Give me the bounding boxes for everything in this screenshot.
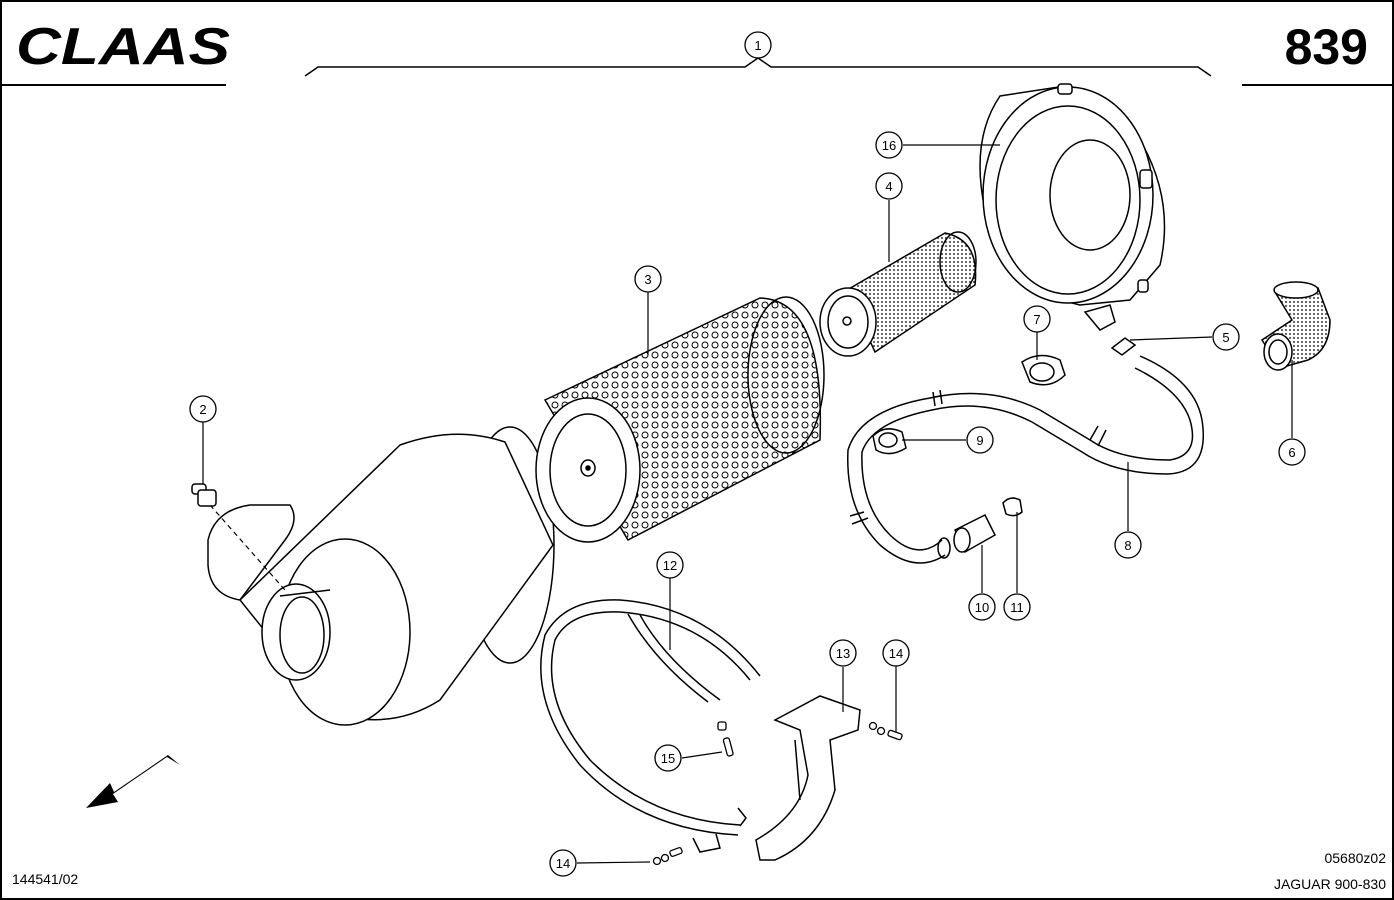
- svg-text:3: 3: [644, 272, 651, 287]
- svg-text:7: 7: [1033, 312, 1040, 327]
- small-clamps: [872, 337, 1137, 554]
- callout-14-upper: 14: [882, 639, 910, 667]
- callout-1: 1: [744, 31, 772, 59]
- callout-13: 13: [829, 639, 857, 667]
- callout-8: 8: [1114, 531, 1142, 559]
- footer-reference: 144541/02: [12, 871, 78, 887]
- callout-4: 4: [875, 172, 903, 200]
- svg-text:2: 2: [199, 402, 206, 417]
- svg-text:13: 13: [836, 646, 850, 661]
- svg-text:12: 12: [663, 558, 677, 573]
- assembly-bracket: [304, 57, 1212, 77]
- callout-3: 3: [634, 265, 662, 293]
- svg-text:15: 15: [661, 751, 675, 766]
- svg-text:14: 14: [556, 856, 570, 871]
- mounting-bracket: [755, 695, 861, 861]
- callout-14-lower: 14: [549, 849, 577, 877]
- callout-12: 12: [656, 551, 684, 579]
- air-filter-housing: [207, 426, 555, 726]
- extraction-hose: [847, 355, 1204, 564]
- callout-15: 15: [654, 744, 682, 772]
- callout-10: 10: [968, 593, 996, 621]
- sensor-fitting: [191, 483, 217, 507]
- drawing-code: 05680z02: [1324, 850, 1386, 866]
- svg-text:14: 14: [889, 646, 903, 661]
- intake-elbow: [1260, 281, 1331, 371]
- page-number: 839: [1285, 19, 1368, 75]
- svg-text:9: 9: [976, 433, 983, 448]
- dashed-leader-2: [209, 504, 286, 591]
- fasteners: [652, 721, 903, 866]
- svg-text:4: 4: [885, 179, 892, 194]
- svg-text:6: 6: [1288, 445, 1295, 460]
- retaining-straps: [540, 599, 761, 853]
- safety-filter-element: [819, 231, 977, 357]
- callout-7: 7: [1023, 305, 1051, 333]
- callout-6: 6: [1278, 438, 1306, 466]
- svg-text:16: 16: [882, 138, 896, 153]
- callout-5: 5: [1212, 323, 1240, 351]
- callout-16: 16: [875, 131, 903, 159]
- callout-leaders: [202, 144, 1293, 864]
- svg-text:10: 10: [975, 600, 989, 615]
- svg-text:1: 1: [754, 38, 761, 53]
- model-name: JAGUAR 900-830: [1274, 876, 1386, 892]
- callout-11: 11: [1003, 593, 1031, 621]
- main-filter-element: [535, 296, 825, 543]
- svg-text:11: 11: [1010, 600, 1024, 615]
- brand-logo: CLAAS: [16, 18, 230, 76]
- svg-text:5: 5: [1222, 330, 1229, 345]
- callout-9: 9: [966, 426, 994, 454]
- direction-arrow-icon: [86, 755, 180, 808]
- callout-2: 2: [189, 395, 217, 423]
- filter-cover: [979, 83, 1166, 331]
- svg-text:8: 8: [1124, 538, 1131, 553]
